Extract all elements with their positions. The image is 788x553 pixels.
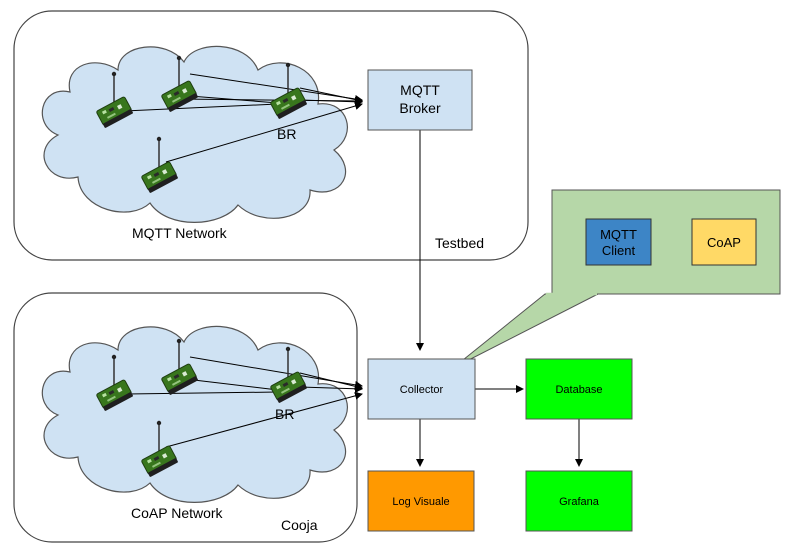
log-visuale-box: Log Visuale <box>367 470 475 532</box>
coap-box-label: CoAP <box>707 235 741 250</box>
grafana-box: Grafana <box>525 470 633 532</box>
cooja-label: Cooja <box>281 517 318 533</box>
mqtt-network-cloud <box>41 45 348 223</box>
coap-box: CoAP <box>691 218 757 266</box>
mqtt-broker-label-line1: MQTT <box>400 82 440 98</box>
mqtt-network-label: MQTT Network <box>132 225 228 241</box>
mqtt-client-label-line1: MQTT <box>600 227 637 242</box>
log-visuale-label: Log Visuale <box>392 496 449 508</box>
grafana-label: Grafana <box>559 496 600 508</box>
coap-network-label: CoAP Network <box>131 505 224 521</box>
mqtt-client-label-line2: Client <box>602 243 636 258</box>
mqtt-br-label: BR <box>277 126 296 142</box>
coap-network-links <box>124 356 363 448</box>
coap-br-label: BR <box>275 406 294 422</box>
pipeline-arrows <box>416 130 583 467</box>
testbed-label: Testbed <box>435 235 484 251</box>
mqtt-client-box: MQTT Client <box>585 218 652 266</box>
mqtt-broker-label-line2: Broker <box>399 100 441 116</box>
database-label: Database <box>555 384 602 396</box>
coap-network-cloud <box>41 325 348 503</box>
collector-label: Collector <box>400 384 444 396</box>
collector-box: Collector <box>367 358 476 420</box>
mqtt-broker-box: MQTT Broker <box>367 69 473 131</box>
database-box: Database <box>525 358 633 420</box>
